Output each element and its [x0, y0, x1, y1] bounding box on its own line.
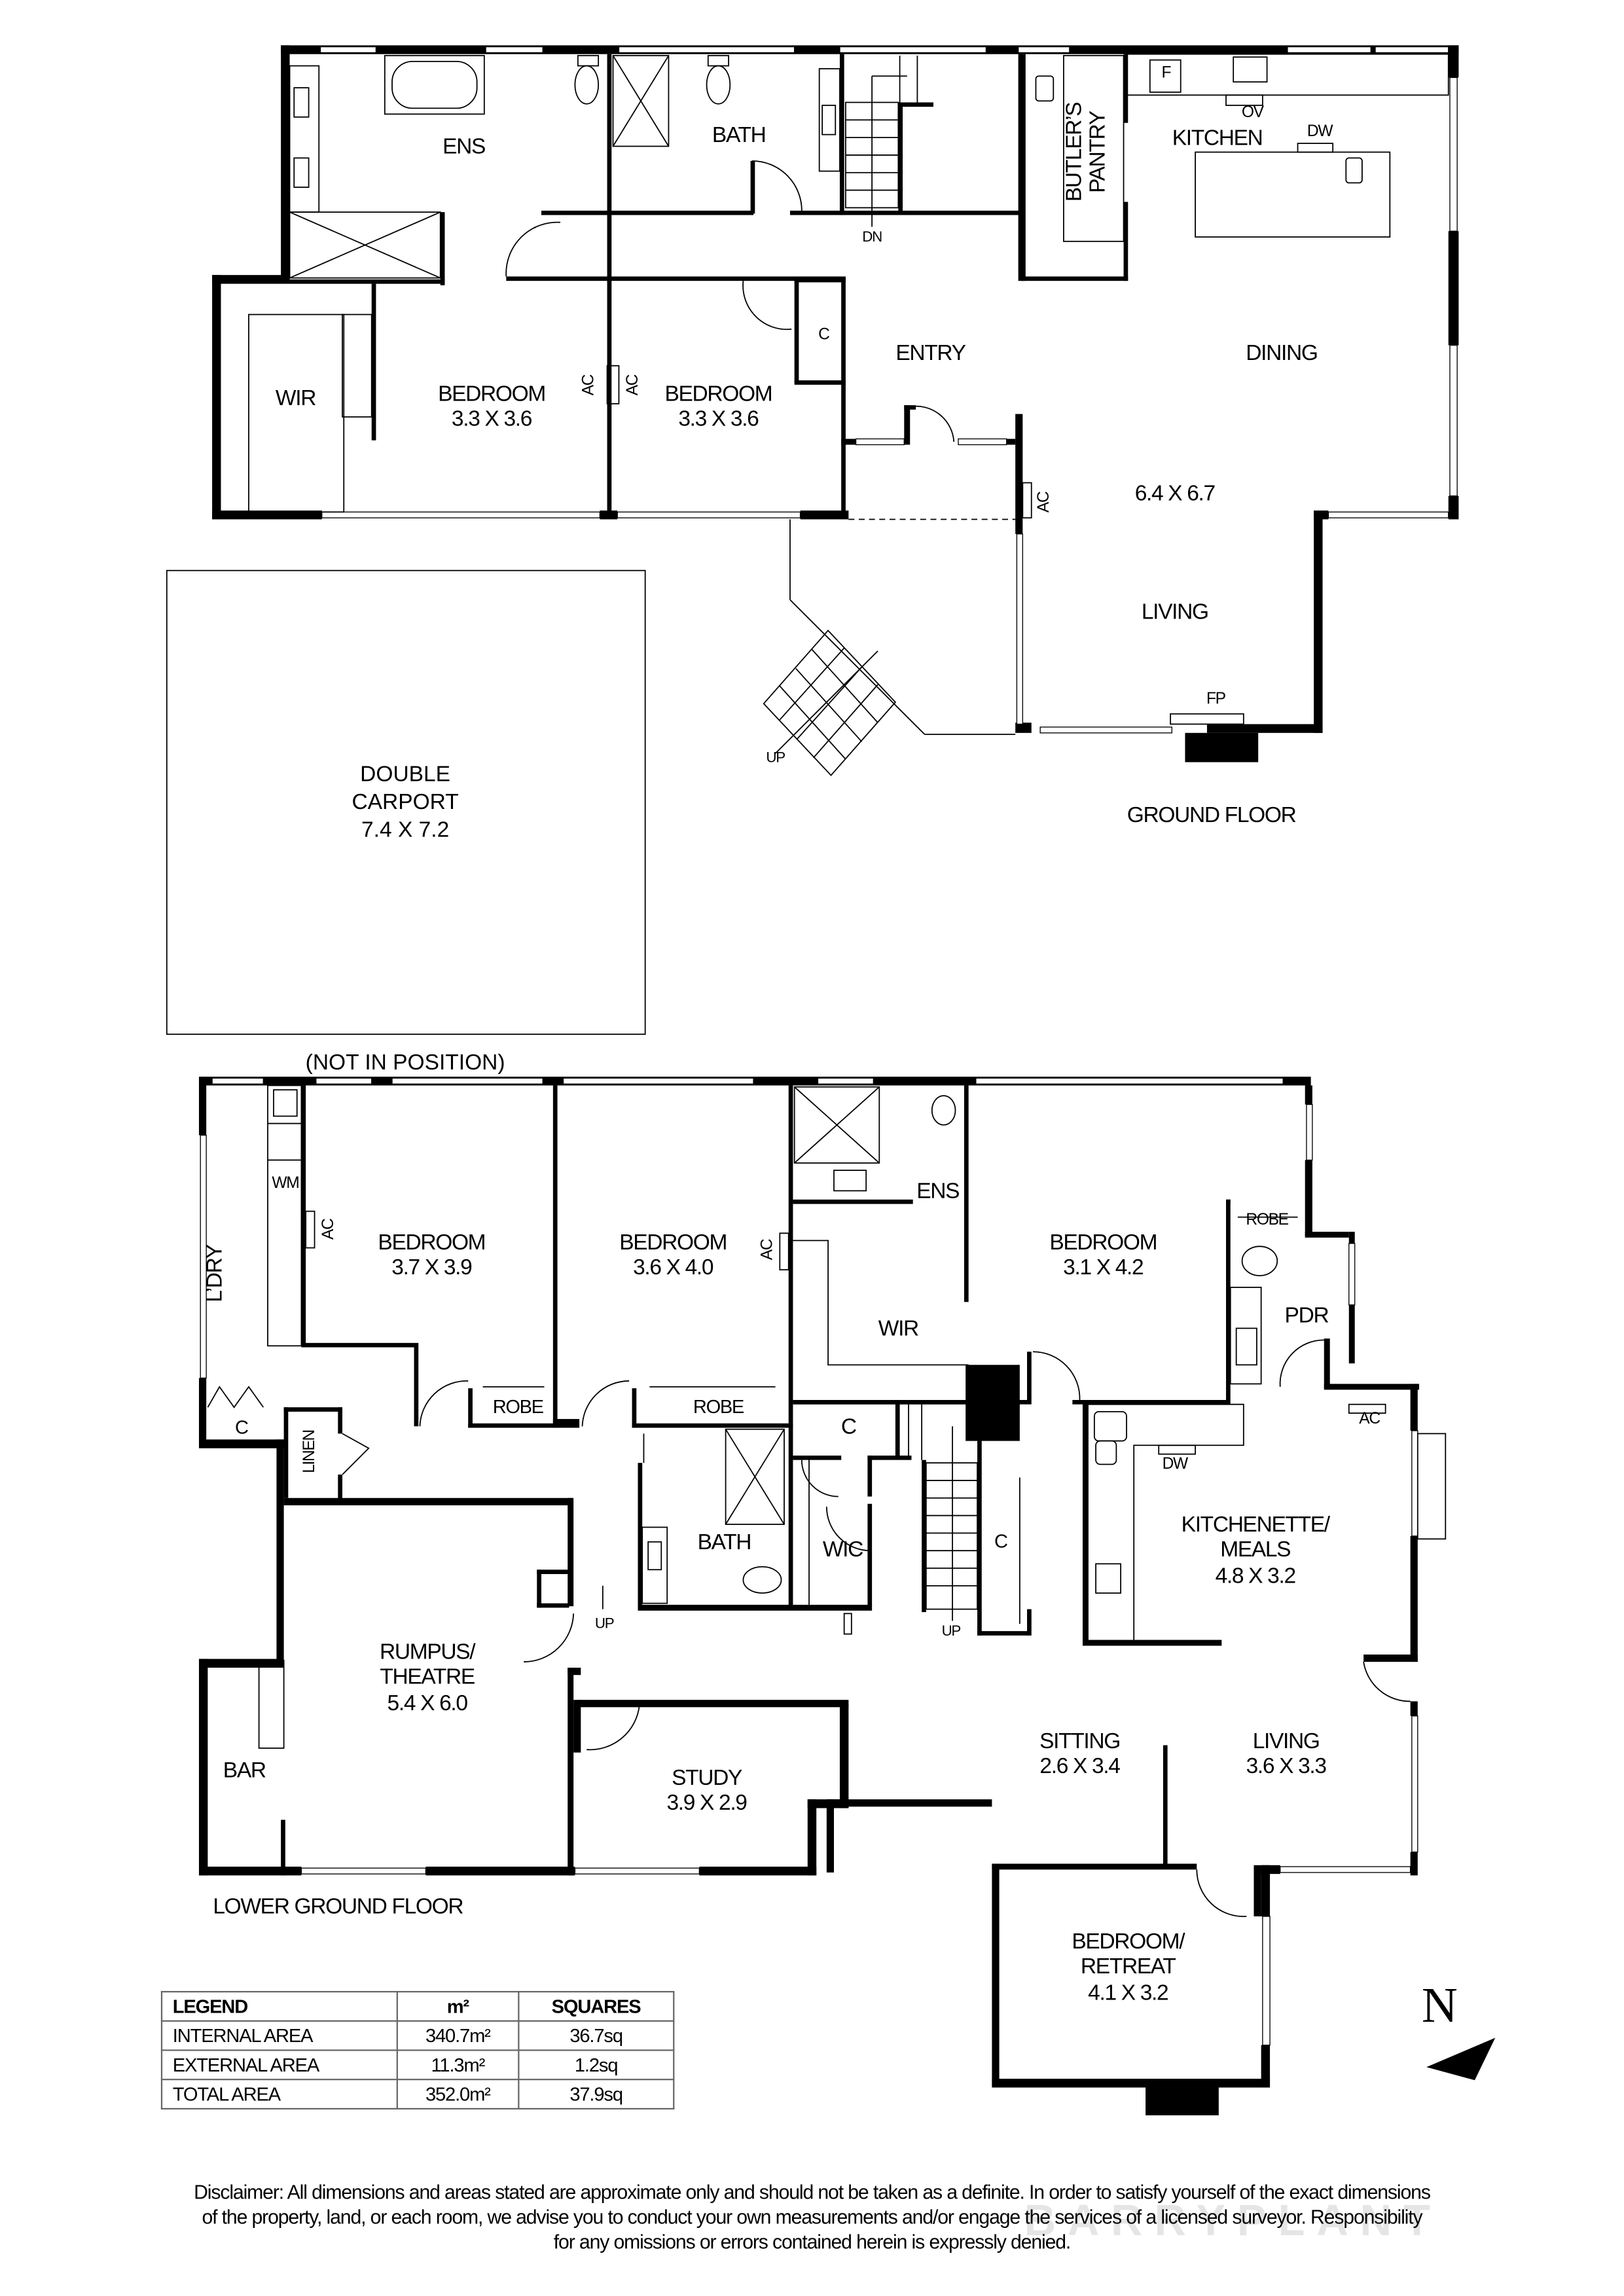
room-label-bath: BATH — [712, 122, 767, 148]
legend-row: INTERNAL AREA 340.7m² 36.7sq — [160, 2020, 675, 2051]
washing-machine-label: WM — [272, 1174, 299, 1193]
ac-label: AC — [1035, 492, 1053, 513]
legend-row-m2: 352.0m² — [396, 2079, 520, 2110]
stairs-down-label: DN — [862, 229, 882, 246]
carport-note: (NOT IN POSITION) — [305, 1050, 505, 1075]
ac-label: AC — [580, 374, 598, 396]
ground-floor-walls — [212, 45, 1459, 762]
room-label-pdr: PDR — [1284, 1303, 1329, 1329]
ground-floor-title: GROUND FLOOR — [1127, 803, 1297, 829]
room-label-wir-lower: WIR — [878, 1316, 920, 1342]
room-label-entry: ENTRY — [895, 340, 966, 366]
legend-row-m2: 340.7m² — [396, 2020, 520, 2051]
disclaimer-line: Disclaimer: All dimensions and areas sta… — [194, 2181, 1431, 2204]
legend-row: TOTAL AREA 352.0m² 37.9sq — [160, 2079, 675, 2110]
room-label-dining: DINING — [1246, 340, 1318, 366]
room-label-robe-c: ROBE — [1246, 1211, 1289, 1229]
room-label-ens-lower: ENS — [916, 1179, 960, 1204]
compass-north-label: N — [1421, 1979, 1458, 2034]
room-size-dining-living: 6.4 X 6.7 — [1134, 481, 1216, 507]
legend-header: LEGEND — [160, 1990, 398, 2022]
stairs-up-label: UP — [941, 1623, 962, 1640]
legend-header-row: LEGEND m² SQUARES — [160, 1990, 675, 2022]
legend-header-squares: SQUARES — [517, 1990, 675, 2022]
ground-floor-fixtures — [248, 53, 1449, 776]
lower-floor-walls — [198, 1077, 1420, 2115]
disclaimer-line: of the property, land, or each room, we … — [202, 2206, 1422, 2229]
disclaimer-line: for any omissions or errors contained he… — [553, 2231, 1072, 2253]
room-label-robe-b: ROBE — [693, 1395, 744, 1418]
room-label-living: LIVING — [1141, 600, 1209, 625]
room-label-cupboard-1: C — [840, 1414, 857, 1440]
dishwasher-label: DW — [1307, 122, 1333, 141]
room-label-laundry: L’DRY — [202, 1245, 228, 1302]
room-label-kitchen: KITCHEN — [1172, 126, 1263, 151]
north-arrow-icon — [1426, 2037, 1496, 2081]
stairs-up-label: UP — [594, 1616, 615, 1633]
dishwasher-label-lower: DW — [1162, 1455, 1189, 1473]
room-label-linen: LINEN — [300, 1430, 319, 1473]
stairs-up-label: UP — [766, 750, 785, 767]
room-label-robe-a: ROBE — [492, 1395, 544, 1418]
room-label-wic: WIC — [822, 1537, 864, 1563]
legend-row-label: INTERNAL AREA — [160, 2020, 398, 2051]
room-label-wir: WIR — [275, 386, 317, 412]
fridge-label: F — [1161, 64, 1172, 82]
room-label-bath-lower: BATH — [697, 1530, 752, 1555]
fireplace-label: FP — [1206, 690, 1226, 708]
room-label-bar: BAR — [223, 1758, 266, 1784]
legend-row-squares: 37.9sq — [517, 2079, 675, 2110]
ac-label: AC — [1359, 1410, 1380, 1428]
room-label-entry-cupboard: C — [818, 326, 830, 344]
legend-row: EXTERNAL AREA 11.3m² 1.2sq — [160, 2049, 675, 2081]
lower-ground-floor-title: LOWER GROUND FLOOR — [213, 1894, 463, 1920]
oven-label: OV — [1241, 103, 1264, 122]
legend-row-label: EXTERNAL AREA — [160, 2049, 398, 2081]
legend-row-label: TOTAL AREA — [160, 2079, 398, 2110]
ac-label: AC — [624, 374, 642, 396]
room-label-ens: ENS — [442, 134, 486, 160]
legend-header-m2: m² — [396, 1990, 520, 2022]
room-label-cupboard-2: C — [994, 1530, 1008, 1552]
legend-row-m2: 11.3m² — [396, 2049, 520, 2081]
carport-outline — [166, 569, 646, 1035]
room-label-laundry-cupboard: C — [234, 1416, 249, 1439]
legend-row-squares: 36.7sq — [517, 2020, 675, 2051]
disclaimer: Disclaimer: All dimensions and areas sta… — [0, 2179, 1624, 2254]
watermark: BARRYPLANT — [1024, 2197, 1442, 2246]
lower-floor-fixtures — [207, 1085, 1447, 1917]
ac-label: AC — [319, 1219, 338, 1240]
ac-label: AC — [759, 1239, 777, 1261]
legend-row-squares: 1.2sq — [517, 2049, 675, 2081]
area-legend-table: LEGEND m² SQUARES INTERNAL AREA 340.7m² … — [160, 1990, 675, 2110]
